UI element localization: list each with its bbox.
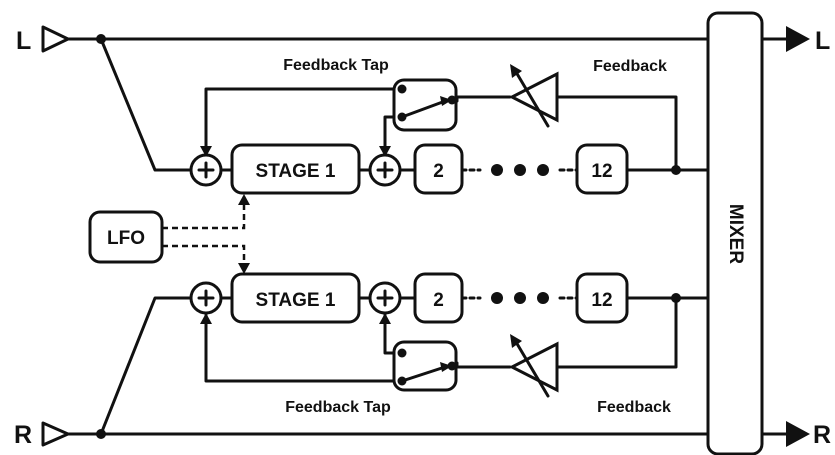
ellipsis-dot bbox=[491, 292, 503, 304]
top-feedback-tap-wire bbox=[204, 87, 400, 157]
output-arrow-icon bbox=[786, 421, 810, 447]
mixer-label: MIXER bbox=[725, 204, 746, 264]
bottom-stage-2-box bbox=[413, 272, 464, 324]
input-right-label: R bbox=[14, 421, 32, 449]
mixer: MIXER bbox=[706, 11, 764, 455]
bottom-stage-12-label: 12 bbox=[591, 290, 612, 311]
channel-top: STAGE 1 2 12 Feedback Tap Feedback bbox=[99, 37, 710, 195]
channel-bottom: STAGE 1 2 12 Feedback Tap Feedback bbox=[99, 272, 710, 436]
ellipsis-dot bbox=[537, 164, 549, 176]
ellipsis-dot bbox=[514, 292, 526, 304]
top-stage-2-label: 2 bbox=[433, 161, 444, 182]
bottom-feedback-tap-label: Feedback Tap bbox=[285, 399, 391, 416]
lfo-label: LFO bbox=[107, 228, 145, 249]
top-input-wire bbox=[99, 37, 192, 172]
summing-junction-icon bbox=[368, 281, 402, 315]
output-right: R bbox=[760, 421, 831, 449]
ellipsis-dot bbox=[514, 164, 526, 176]
top-stage-1-label: STAGE 1 bbox=[256, 161, 336, 182]
lfo: LFO bbox=[88, 194, 250, 274]
switch-icon bbox=[392, 78, 458, 132]
variable-amplifier-icon bbox=[508, 64, 559, 128]
input-left-label: L bbox=[16, 27, 31, 55]
top-stage-12-box bbox=[575, 143, 629, 195]
input-right: R bbox=[14, 421, 70, 449]
switch-icon bbox=[392, 340, 458, 392]
top-stage-12-label: 12 bbox=[591, 161, 612, 182]
top-feedback-label: Feedback bbox=[593, 58, 667, 75]
input-triangle-icon bbox=[41, 25, 70, 53]
bottom-feedback-tap-wire bbox=[204, 313, 400, 383]
bottom-stage-1-label: STAGE 1 bbox=[256, 290, 336, 311]
summing-junction-icon bbox=[368, 153, 402, 187]
ellipsis-dot bbox=[537, 292, 549, 304]
top-feedback-tap-label: Feedback Tap bbox=[283, 57, 389, 74]
bottom-input-wire bbox=[99, 296, 192, 436]
top-feedback-wire bbox=[555, 95, 678, 172]
output-left: L bbox=[760, 26, 830, 55]
bottom-feedback-wire bbox=[555, 296, 678, 369]
bottom-feedback-label: Feedback bbox=[597, 399, 671, 416]
output-left-label: L bbox=[815, 27, 830, 55]
output-arrow-icon bbox=[786, 26, 810, 52]
input-left: L bbox=[16, 25, 70, 55]
mixer-box bbox=[706, 11, 764, 455]
input-triangle-icon bbox=[41, 421, 70, 447]
variable-amplifier-icon bbox=[508, 334, 559, 398]
ellipsis-dot bbox=[491, 164, 503, 176]
summing-junction-icon bbox=[189, 281, 223, 315]
top-stage-1-box bbox=[230, 143, 361, 195]
lfo-box bbox=[88, 210, 164, 264]
top-stage-2-box bbox=[413, 143, 464, 195]
output-right-label: R bbox=[813, 421, 831, 449]
bottom-stage-1-box bbox=[230, 272, 361, 324]
bottom-stage-2-label: 2 bbox=[433, 290, 444, 311]
lfo-mod-line-bottom bbox=[162, 244, 246, 266]
bottom-stage-12-box bbox=[575, 272, 629, 324]
lfo-mod-line-top bbox=[162, 202, 246, 230]
summing-junction-icon bbox=[189, 153, 223, 187]
